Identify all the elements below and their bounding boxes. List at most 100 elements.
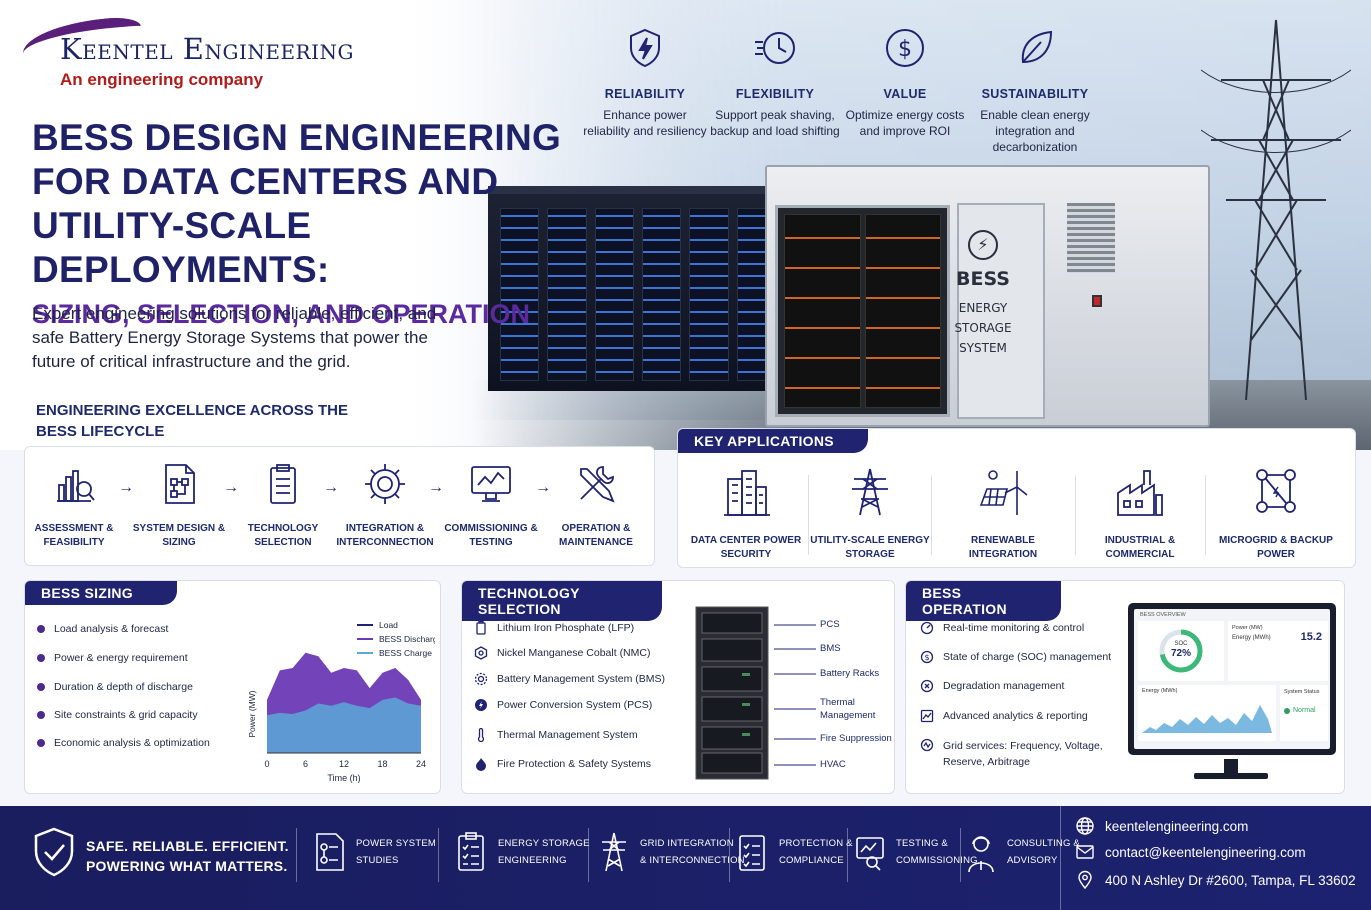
service-grid-integration[interactable]: GRID INTEGRATION& INTERCONNECTION	[598, 830, 745, 874]
transmission-tower-image	[1201, 19, 1351, 401]
monitor-chart-icon	[471, 466, 511, 502]
lifecycle-step-design[interactable]: SYSTEM DESIGN & SIZING	[124, 461, 234, 550]
lifecycle-arrow: →	[323, 479, 339, 496]
divider	[931, 475, 932, 555]
bullet-dot	[37, 711, 45, 719]
grid-services-icon	[920, 738, 934, 752]
divider	[729, 828, 730, 882]
rack-label-battery-racks: Battery Racks	[820, 668, 880, 679]
hexagon-icon	[474, 646, 488, 660]
bess-container-label: ⚡ BESS ENERGY STORAGE SYSTEM	[950, 230, 1016, 358]
y-axis-label: Power (MW)	[247, 690, 257, 737]
power-card: Power (MW) Energy (MWh) 15.2	[1228, 621, 1328, 681]
lifecycle-arrow: →	[118, 479, 134, 496]
key-applications-title: KEY APPLICATIONS	[678, 429, 868, 453]
degradation-icon	[920, 679, 934, 693]
battery-icon	[476, 621, 486, 635]
benefits-row: RELIABILITY Enhance power reliability an…	[580, 26, 1100, 155]
svg-text:$: $	[898, 37, 912, 62]
service-protection-compliance[interactable]: PROTECTION &COMPLIANCE	[737, 830, 853, 874]
app-industrial[interactable]: INDUSTRIAL & COMMERCIAL	[1076, 465, 1204, 562]
status-dot-icon	[1284, 707, 1290, 714]
transmission-tower-icon	[852, 468, 888, 516]
benefit-reliability: RELIABILITY Enhance power reliability an…	[580, 26, 710, 155]
divider	[1205, 475, 1206, 555]
service-testing-commissioning[interactable]: TESTING &COMMISSIONING	[854, 830, 978, 874]
rack-label-fire: Fire Suppression	[820, 733, 892, 744]
technology-selection-title: TECHNOLOGY SELECTION	[462, 581, 662, 621]
rack-label-thermal: Thermal Management	[820, 697, 876, 721]
series-area-bess-charge	[267, 697, 421, 753]
email-link[interactable]: contact@keentelengineering.com	[1075, 842, 1306, 862]
footer: SAFE. RELIABLE. EFFICIENT. POWERING WHAT…	[0, 806, 1371, 910]
shield-bolt-icon	[630, 28, 660, 68]
rack-label-bms: BMS	[820, 643, 841, 654]
battery-rack-image	[695, 606, 769, 780]
clock-icon	[755, 32, 795, 64]
status-card: System Status Normal	[1280, 685, 1328, 741]
dollar-icon: $	[920, 650, 934, 664]
dollar-icon: $	[886, 29, 924, 67]
list-item: $State of charge (SOC) management	[920, 650, 1111, 664]
list-item: Duration & depth of discharge	[37, 681, 193, 693]
lifecycle-step-commissioning[interactable]: COMMISSIONING & TESTING	[436, 461, 546, 550]
datacenter-building-image	[488, 186, 788, 391]
company-logo[interactable]: Keentel Engineering An engineering compa…	[20, 14, 353, 89]
bess-operation-title: BESS OPERATION	[906, 581, 1061, 621]
bess-sizing-panel: BESS SIZING Load analysis & forecast Pow…	[24, 580, 441, 794]
soc-value: 72%	[1170, 648, 1191, 659]
list-item: Site constraints & grid capacity	[37, 709, 198, 721]
power-gear-icon	[475, 699, 487, 711]
list-item: Economic analysis & optimization	[37, 737, 210, 749]
rack-label-pcs: PCS	[820, 619, 840, 630]
flame-icon	[476, 758, 486, 771]
x-tick-label: 24	[416, 759, 426, 769]
mail-icon	[1076, 845, 1094, 859]
solar-wind-icon	[979, 470, 1028, 515]
x-tick-label: 6	[303, 759, 308, 769]
divider	[296, 828, 297, 882]
globe-icon	[1076, 817, 1094, 835]
page-title: BESS DESIGN ENGINEERING FOR DATA CENTERS…	[32, 116, 572, 332]
app-data-center[interactable]: DATA CENTER POWER SECURITY	[682, 465, 810, 562]
list-item: Grid services: Frequency, Voltage, Reser…	[920, 738, 1120, 770]
footer-motto: SAFE. RELIABLE. EFFICIENT. POWERING WHAT…	[86, 838, 289, 874]
legend-label: Load	[379, 620, 398, 630]
app-renewable[interactable]: RENEWABLE INTEGRATION	[939, 465, 1067, 562]
svg-text:$: $	[924, 653, 929, 662]
lifecycle-step-integration[interactable]: INTEGRATION & INTERCONNECTION	[330, 461, 440, 550]
app-microgrid[interactable]: MICROGRID & BACKUP POWER	[1212, 465, 1340, 562]
lifecycle-arrow: →	[535, 479, 551, 496]
bolt-icon: ⚡	[968, 230, 998, 260]
benefit-value: $ VALUE Optimize energy costs and improv…	[840, 26, 970, 155]
power-value: 15.2	[1300, 631, 1322, 643]
title-main: BESS DESIGN ENGINEERING FOR DATA CENTERS…	[32, 117, 562, 290]
bullet-dot	[37, 739, 45, 747]
technology-selection-panel: TECHNOLOGY SELECTION Lithium Iron Phosph…	[461, 580, 895, 794]
dashboard-header: BESS OVERVIEW	[1140, 612, 1186, 618]
lifecycle-step-operation[interactable]: OPERATION & MAINTENANCE	[541, 461, 651, 550]
address-link[interactable]: 400 N Ashley Dr #2600, Tampa, FL 33602	[1075, 870, 1356, 890]
service-consulting-advisory[interactable]: CONSULTING &ADVISORY	[965, 830, 1080, 874]
app-utility-scale[interactable]: UTILITY-SCALE ENERGY STORAGE	[806, 465, 934, 562]
monitor-base	[1194, 773, 1268, 779]
website-link[interactable]: keentelengineering.com	[1075, 816, 1248, 836]
list-item: Degradation management	[920, 679, 1064, 693]
title-subtitle: SIZING, SELECTION, AND OPERATION	[32, 299, 531, 329]
gear-icon	[365, 464, 405, 504]
list-item: Advanced analytics & reporting	[920, 709, 1088, 723]
dashboard-screen: BESS OVERVIEW SOC 72% Power (MW) Energy …	[1134, 609, 1330, 749]
soc-gauge	[1159, 629, 1203, 673]
bullet-dot	[37, 683, 45, 691]
chart-magnifier-icon	[57, 470, 95, 502]
benefit-sustainability: SUSTAINABILITY Enable clean energy integ…	[970, 26, 1100, 155]
monitor-stand	[1224, 759, 1238, 775]
lifecycle-step-technology[interactable]: TECHNOLOGY SELECTION	[228, 461, 338, 550]
lifecycle-step-assessment[interactable]: ASSESSMENT & FEASIBILITY	[19, 461, 129, 550]
rack-callout-lines	[774, 624, 816, 766]
x-tick-label: 12	[339, 759, 349, 769]
checklist-icon	[739, 835, 765, 871]
